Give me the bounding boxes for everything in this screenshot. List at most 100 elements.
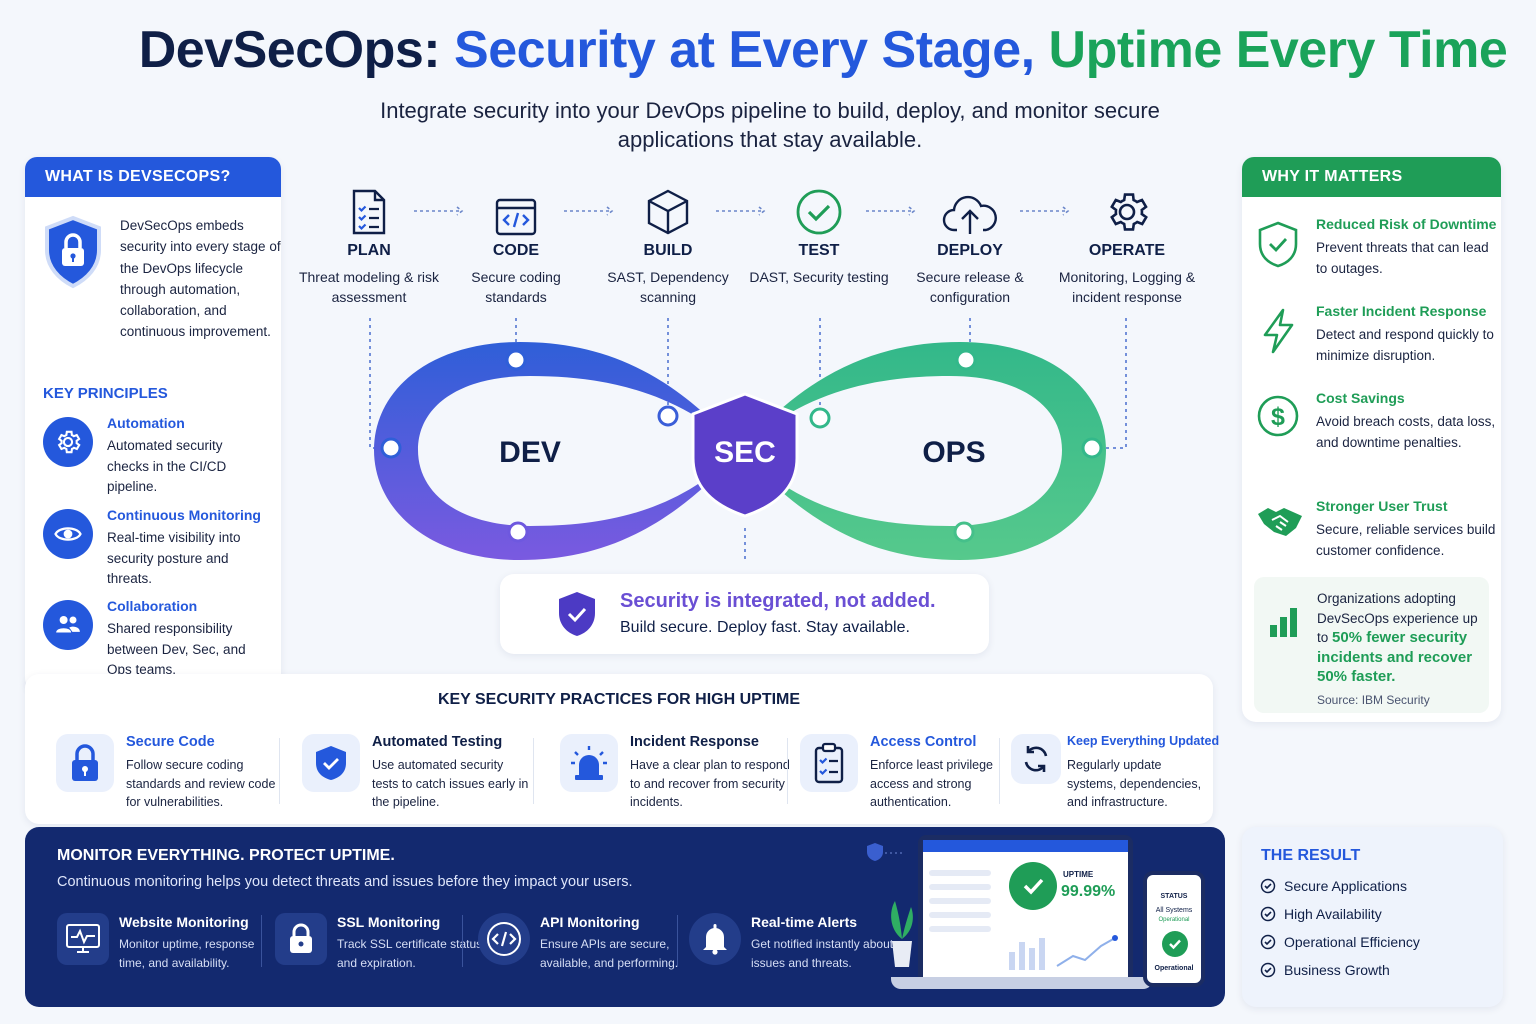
stat-pre: Organizations adopting DevSecOps experie… <box>1317 591 1478 645</box>
laptop-dashboard: UPTIME 99.99% <box>918 835 1133 985</box>
stat-box: Organizations adopting DevSecOps experie… <box>1254 577 1489 713</box>
why-item-desc: Detect and respond quickly to minimize d… <box>1316 327 1494 363</box>
result-card: THE RESULT Secure Applications High Avai… <box>1242 827 1503 1007</box>
stage-operate: OPERATE Monitoring, Logging & incident r… <box>1052 184 1202 307</box>
stage-name: PLAN <box>347 242 391 259</box>
loop-node <box>809 407 831 429</box>
check-circle-icon <box>1260 878 1276 894</box>
uptime-value: 99.99% <box>1061 883 1116 900</box>
arrow-right-icon <box>1020 206 1070 216</box>
check-circle-icon <box>1260 962 1276 978</box>
code-circle-icon <box>478 913 530 965</box>
practice-desc: Have a clear plan to respond to and reco… <box>630 758 790 809</box>
stage-name: TEST <box>798 242 840 259</box>
svg-text:$: $ <box>1271 403 1285 431</box>
arrow-right-icon <box>564 206 614 216</box>
loop-node <box>380 437 402 459</box>
practice-name: Incident Response <box>630 734 759 750</box>
stage-test: TEST DAST, Security testing <box>744 184 894 287</box>
principle-name: Continuous Monitoring <box>107 507 261 523</box>
loop-node <box>507 521 529 543</box>
arrow-right-icon <box>866 206 916 216</box>
stage-name: CODE <box>492 242 540 259</box>
why-it-matters-card: WHY IT MATTERS Reduced Risk of Downtime … <box>1242 157 1501 722</box>
result-item: High Availability <box>1260 906 1382 922</box>
result-item: Business Growth <box>1260 962 1390 978</box>
devsecops-infinity-loop: DEV SEC OPS <box>369 318 1127 562</box>
checklist-icon <box>352 189 386 235</box>
result-item-label: High Availability <box>1284 906 1382 922</box>
practice-desc: Follow secure coding standards and revie… <box>126 758 276 809</box>
dollar-icon: $ <box>1257 395 1299 437</box>
divider <box>462 915 463 967</box>
why-heading: WHY IT MATTERS <box>1242 157 1501 197</box>
arrow-right-icon <box>414 206 464 216</box>
shield-icon <box>867 843 905 861</box>
why-item-desc: Secure, reliable services build customer… <box>1316 522 1496 558</box>
integrated-banner: Security is integrated, not added. Build… <box>500 574 989 654</box>
loop-node <box>505 349 527 371</box>
why-item-name: Faster Incident Response <box>1316 303 1487 319</box>
stat-highlight: 50% fewer security incidents and recover… <box>1317 629 1473 685</box>
page-title: DevSecOps: Security at Every Stage, Upti… <box>0 20 1536 80</box>
eye-icon <box>43 509 93 559</box>
status-text: All Systems <box>1155 907 1193 914</box>
gear-icon <box>43 417 93 467</box>
lock-icon <box>56 734 114 792</box>
clipboard-icon <box>800 734 858 792</box>
pulse-monitor-icon <box>57 913 109 965</box>
result-heading: THE RESULT <box>1261 847 1361 864</box>
monitor-item-desc: Get notified instantly about issues and … <box>751 937 894 970</box>
dashboard-sidebar <box>929 862 991 972</box>
what-is-heading: WHAT IS DEVSECOPS? <box>25 157 281 197</box>
handshake-icon <box>1258 508 1302 536</box>
integrated-sub: Build secure. Deploy fast. Stay availabl… <box>620 619 910 636</box>
loop-node <box>953 521 975 543</box>
divider <box>787 738 788 804</box>
people-icon <box>43 600 93 650</box>
integrated-headline: Security is integrated, not added. <box>620 590 936 612</box>
code-window-icon <box>495 198 537 236</box>
result-item: Secure Applications <box>1260 878 1407 894</box>
shield-check-icon <box>302 734 360 792</box>
why-item-name: Stronger User Trust <box>1316 498 1448 514</box>
monitor-item-desc: Ensure APIs are secure, available, and p… <box>540 937 679 970</box>
plant-icon <box>891 901 913 967</box>
refresh-icon <box>1011 734 1061 784</box>
title-part-2: Security at Every Stage, <box>454 21 1049 79</box>
practice-desc: Enforce least privilege access and stron… <box>870 758 993 809</box>
result-item-label: Secure Applications <box>1284 878 1407 894</box>
check-circle-icon <box>796 189 842 235</box>
stage-desc: Secure release & configuration <box>916 269 1024 305</box>
stat-source: Source: IBM Security <box>1317 693 1430 707</box>
why-item-desc: Avoid breach costs, data loss, and downt… <box>1316 414 1496 450</box>
shield-check-icon <box>559 592 595 636</box>
stage-code: CODE Secure coding standards <box>441 184 591 307</box>
divider <box>999 738 1000 804</box>
practice-name: Secure Code <box>126 734 215 750</box>
stat-text: Organizations adopting DevSecOps experie… <box>1317 589 1487 687</box>
practices-heading: KEY SECURITY PRACTICES FOR HIGH UPTIME <box>437 691 801 708</box>
lock-icon <box>275 913 327 965</box>
lightning-icon <box>1263 308 1294 354</box>
dev-label: DEV <box>499 436 561 469</box>
box-icon <box>647 189 689 235</box>
check-circle-icon <box>1260 934 1276 950</box>
dashboard-chart <box>1009 935 1118 970</box>
monitor-item-name: Website Monitoring <box>119 914 249 930</box>
monitor-sub: Continuous monitoring helps you detect t… <box>57 874 633 890</box>
ops-label: OPS <box>922 436 985 469</box>
why-item-name: Reduced Risk of Downtime <box>1316 216 1497 232</box>
check-circle-icon <box>1162 931 1188 957</box>
title-part-3: Uptime Every Time <box>1048 21 1508 79</box>
loop-node <box>955 349 977 371</box>
principle-desc: Shared responsibility between Dev, Sec, … <box>107 621 246 677</box>
divider <box>533 738 534 804</box>
stage-desc: Secure coding standards <box>471 269 561 305</box>
result-item-label: Operational Efficiency <box>1284 934 1420 950</box>
stage-build: BUILD SAST, Dependency scanning <box>593 184 743 307</box>
why-item-name: Cost Savings <box>1316 390 1405 406</box>
loop-node <box>657 405 679 427</box>
status-sub: Operational <box>1158 917 1190 923</box>
title-part-1: DevSecOps: <box>138 21 455 79</box>
